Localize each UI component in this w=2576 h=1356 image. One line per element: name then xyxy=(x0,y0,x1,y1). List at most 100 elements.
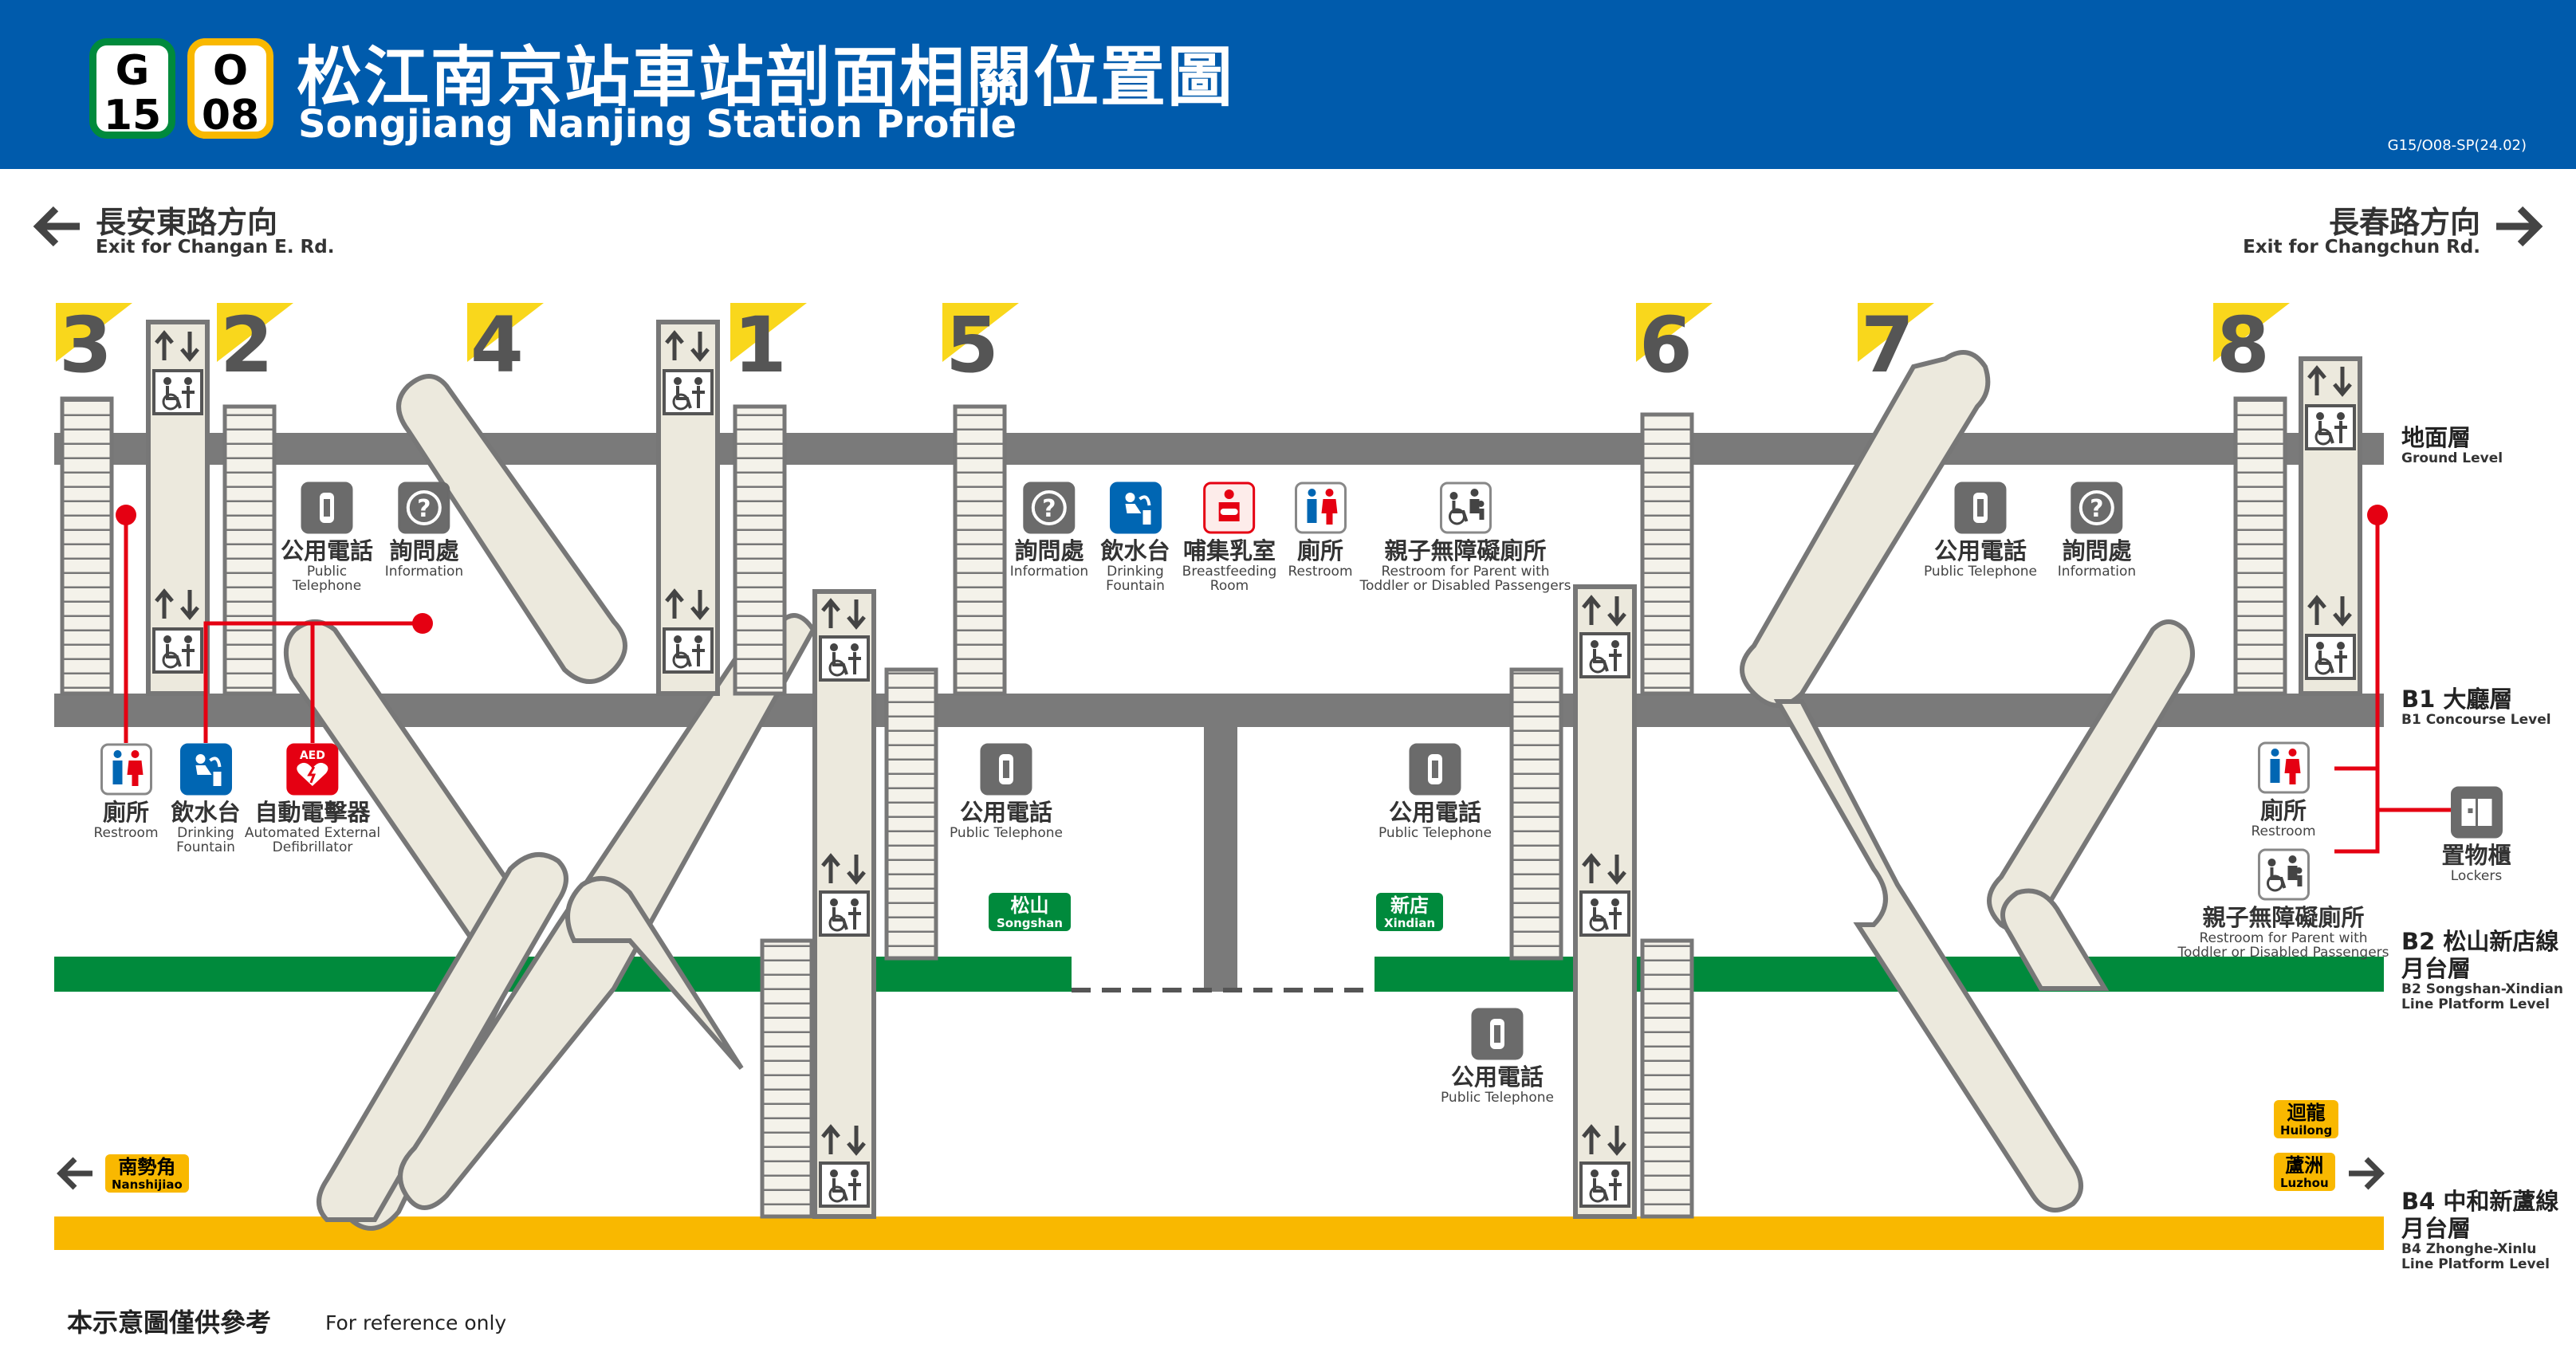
arrow-right-icon xyxy=(2496,206,2543,247)
facility-label-en: Restroom xyxy=(2251,823,2316,839)
facility-label-zh: 飲水台 xyxy=(1100,537,1170,564)
destination-tag-huilong: 迴龍 Huilong xyxy=(2274,1100,2339,1138)
exit-7-tab: 7 xyxy=(1858,301,1934,391)
elevator-accessible-icon xyxy=(151,368,204,419)
level-b2-en2: Line Platform Level xyxy=(2401,996,2550,1012)
elevator-accessible-icon xyxy=(2304,633,2357,684)
information-icon: ? xyxy=(1023,481,1076,537)
escalator-exit-4 xyxy=(396,374,627,684)
level-b4-zh2: 月台層 xyxy=(2401,1215,2472,1242)
footer-note-chinese: 本示意圖僅供參考 xyxy=(67,1307,272,1338)
staircase-exit-5 xyxy=(953,404,1007,696)
line-badge-number: 08 xyxy=(201,92,260,140)
destination-tag-luzhou: 蘆洲 Luzhou xyxy=(2274,1153,2335,1191)
level-b1-zh: B1 大廳層 xyxy=(2401,686,2513,713)
elevator-arrows-icon xyxy=(818,851,871,890)
level-b2-en1: B2 Songshan-Xindian xyxy=(2401,981,2563,997)
facility-label-en: Toddler or Disabled Passengers xyxy=(2177,945,2389,961)
elevator-arrows-icon xyxy=(818,1122,871,1161)
facility-label-en: Toddler or Disabled Passengers xyxy=(1359,578,1571,594)
escalator-b2-b4-left-a xyxy=(317,852,568,1222)
elevator-accessible-icon xyxy=(818,635,871,686)
facility-label-en: Public Telephone xyxy=(1440,1090,1555,1106)
telephone-icon xyxy=(980,743,1032,799)
marker-line-fountain-aed xyxy=(203,621,423,743)
facility-label-en: Drinking xyxy=(177,825,234,841)
facility-label-en: Public Telephone xyxy=(1378,825,1493,841)
facility-label-en: Restroom for Parent with xyxy=(2199,930,2368,946)
facility-label-en: Lockers xyxy=(2450,868,2503,884)
exit-number: 6 xyxy=(1639,301,1693,390)
elevator-arrows-icon xyxy=(151,587,204,625)
elevator-accessible-icon xyxy=(1579,1161,1631,1212)
level-ground-label: 地面層 Ground Level xyxy=(2401,424,2503,466)
station-tag-xindian: 新店 Xindian xyxy=(1376,893,1444,931)
station-xindian-zh: 新店 xyxy=(1390,894,1430,917)
information-icon: ? xyxy=(398,481,450,537)
exit-6-tab: 6 xyxy=(1636,301,1713,391)
direction-right-chinese: 長春路方向 xyxy=(2328,205,2480,240)
elevator-accessible-icon xyxy=(662,627,714,678)
information-icon: ? xyxy=(2071,481,2123,537)
level-b2-label: B2 松山新店線 月台層 B2 Songshan-Xindian Line Pl… xyxy=(2401,928,2563,1012)
direction-left-english: Exit for Changan E. Rd. xyxy=(96,237,335,257)
page-title-english: Songjiang Nanjing Station Profile xyxy=(298,102,1017,147)
drinking-fountain-icon xyxy=(179,743,232,799)
staircase-exit-8 xyxy=(2233,396,2287,696)
svg-text:?: ? xyxy=(417,495,431,523)
exit-number: 1 xyxy=(733,301,787,390)
facility-label-zh: 詢問處 xyxy=(389,537,459,564)
destination-huilong-zh: 迴龍 xyxy=(2287,1102,2326,1124)
exit-number: 2 xyxy=(220,301,273,390)
facility-label-zh: 公用電話 xyxy=(280,537,374,564)
facility-label-zh: 公用電話 xyxy=(1450,1063,1544,1091)
elevator-arrows-icon xyxy=(1579,1122,1631,1161)
exit-5-tab: 5 xyxy=(942,301,1019,391)
b1-center-pillar xyxy=(1204,727,1237,992)
elevator-accessible-icon xyxy=(151,627,204,678)
staircase-exit-2 xyxy=(222,404,277,696)
elevator-arrows-icon xyxy=(1579,851,1631,890)
elevator-arrows-icon xyxy=(151,328,204,367)
facility-label-zh: 廁所 xyxy=(102,799,150,826)
facility-label-en: Restroom xyxy=(1288,564,1353,580)
svg-text:AED: AED xyxy=(300,749,325,762)
station-xindian-en: Xindian xyxy=(1384,916,1436,930)
breastfeeding-icon xyxy=(1203,481,1256,537)
level-b1-en: B1 Concourse Level xyxy=(2401,712,2551,728)
destination-luzhou-zh: 蘆洲 xyxy=(2285,1154,2324,1177)
facility-label-zh: 廁所 xyxy=(2259,797,2307,824)
drinking-fountain-icon xyxy=(1109,481,1162,537)
footer-note-english: For reference only xyxy=(325,1311,507,1334)
staircase-exit-1 xyxy=(733,404,787,696)
level-b2-zh1: B2 松山新店線 xyxy=(2401,928,2559,955)
restroom-icon xyxy=(100,743,152,799)
staircase-b1-b2-right xyxy=(1509,667,1563,961)
svg-text:?: ? xyxy=(1042,495,1056,523)
aed-icon: AED xyxy=(286,743,339,799)
destination-huilong-en: Huilong xyxy=(2280,1123,2333,1138)
destination-nanshijiao-en: Nanshijiao xyxy=(112,1177,183,1192)
station-songshan-en: Songshan xyxy=(997,916,1063,930)
elevator-accessible-icon xyxy=(1579,631,1631,682)
elevator-accessible-icon xyxy=(1579,890,1631,941)
facility-label-zh: 公用電話 xyxy=(1388,799,1481,826)
escalator-b1-b4-right xyxy=(1773,699,2083,1213)
line-badge-number: 15 xyxy=(103,92,162,140)
level-ground-zh: 地面層 xyxy=(2401,424,2472,451)
telephone-icon xyxy=(1409,743,1461,799)
level-b1-label: B1 大廳層 B1 Concourse Level xyxy=(2401,686,2551,728)
escalator-exit-7 xyxy=(1740,350,1991,708)
